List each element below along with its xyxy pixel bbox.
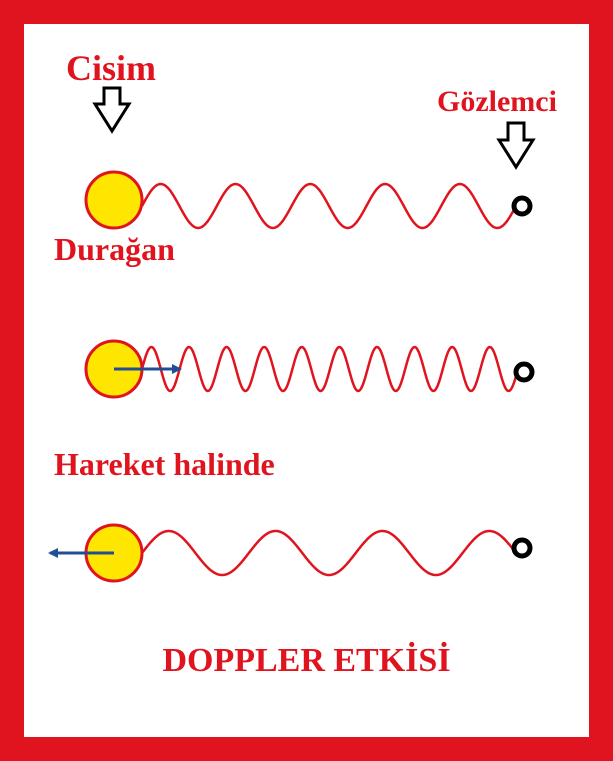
moving-label: Hareket halinde (54, 446, 275, 482)
wave-stretched (141, 529, 517, 577)
observer-stationary (511, 195, 533, 217)
wave-stationary (140, 182, 518, 230)
source-stationary (84, 170, 144, 230)
observer-moving-toward (513, 361, 535, 383)
stationary-label: Durağan (54, 231, 175, 267)
wave-compressed (140, 345, 520, 393)
observer-pointer-arrow-icon (496, 121, 536, 170)
object-label: Cisim (66, 48, 156, 88)
object-pointer-arrow-icon (92, 86, 132, 134)
observer-moving-away (511, 537, 533, 559)
observer-label: Gözlemci (437, 85, 557, 118)
diagram-title: DOPPLER ETKİSİ (162, 642, 451, 679)
